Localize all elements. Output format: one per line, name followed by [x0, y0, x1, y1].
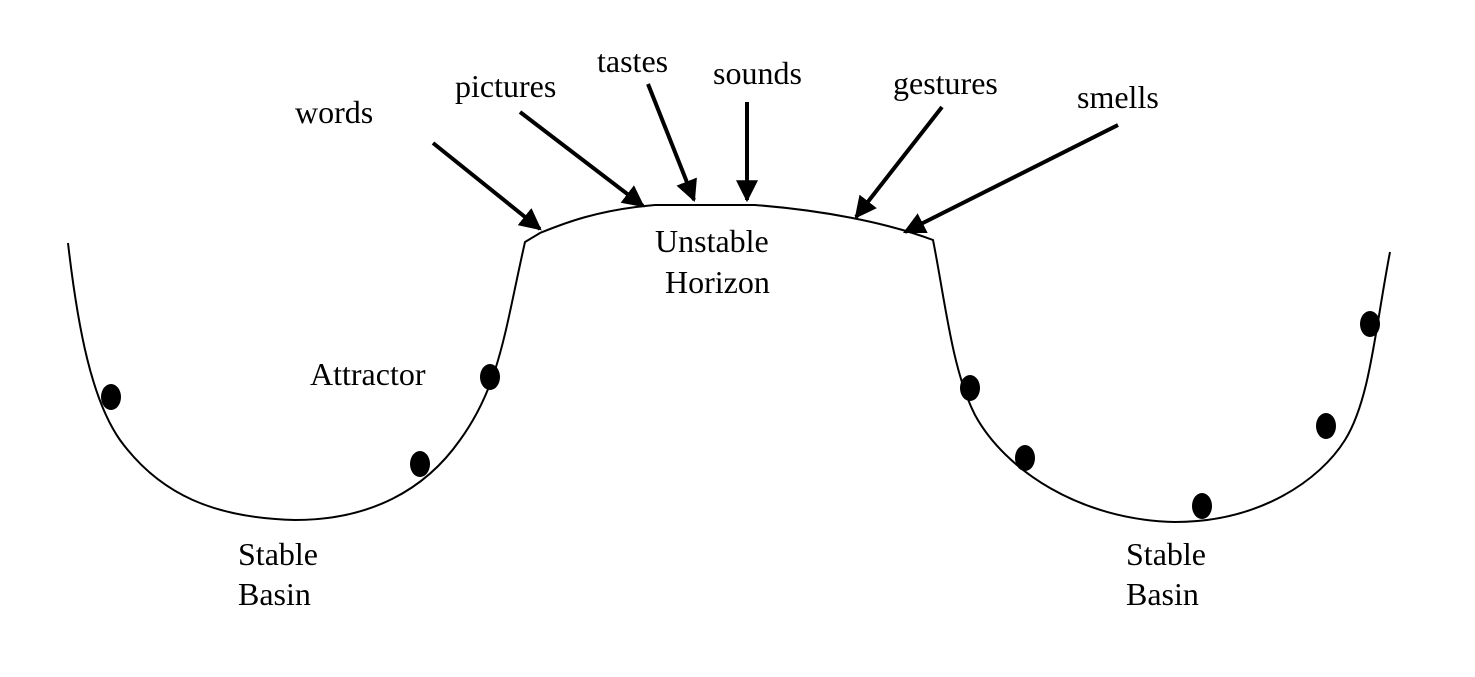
- attractor-dot: [1316, 413, 1336, 439]
- attractor-dot: [101, 384, 121, 410]
- attractor-dot: [410, 451, 430, 477]
- label-sounds: sounds: [713, 55, 802, 91]
- arrow-tastes: [646, 83, 697, 203]
- left-basin-label-line1: Stable: [238, 536, 318, 572]
- arrow-smells: [903, 123, 1119, 234]
- attractor-dot: [1192, 493, 1212, 519]
- right-basin-label-line2: Basin: [1126, 576, 1199, 612]
- attractor-dot: [960, 375, 980, 401]
- landscape-curve: [67, 204, 1391, 524]
- arrow-pictures: [518, 110, 645, 208]
- label-pictures: pictures: [455, 68, 556, 104]
- arrow-words: [431, 141, 542, 231]
- right-basin-label-line1: Stable: [1126, 536, 1206, 572]
- attractor-label: Attractor: [310, 356, 426, 392]
- label-words: words: [295, 94, 373, 130]
- label-gestures: gestures: [893, 65, 998, 101]
- arrow-gestures: [854, 105, 944, 219]
- horizon-label-line2: Horizon: [665, 264, 770, 300]
- attractor-dot: [480, 364, 500, 390]
- left-basin-label-line2: Basin: [238, 576, 311, 612]
- attractor-dot: [1015, 445, 1035, 471]
- label-smells: smells: [1077, 79, 1159, 115]
- horizon-label-line1: Unstable: [655, 223, 769, 259]
- label-tastes: tastes: [597, 43, 668, 79]
- attractor-dot: [1360, 311, 1380, 337]
